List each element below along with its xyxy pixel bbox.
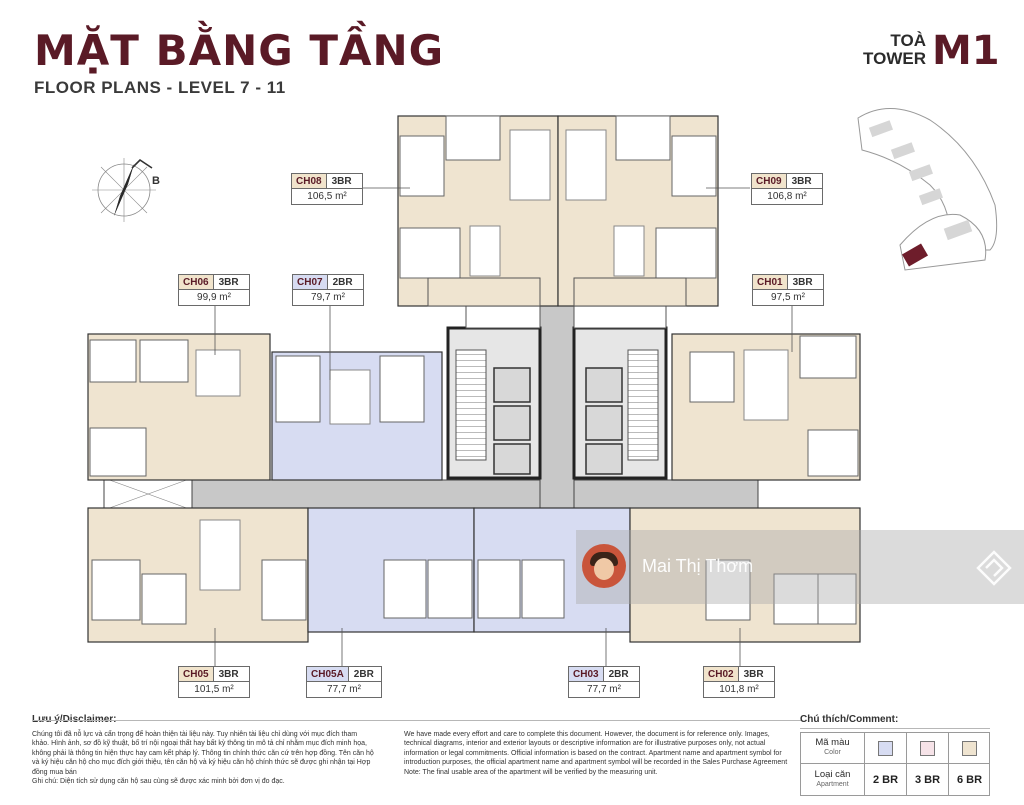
unit-bedrooms: 2BR bbox=[332, 277, 353, 288]
page-subtitle: FLOOR PLANS - LEVEL 7 - 11 bbox=[34, 78, 286, 97]
unit-area: 106,5 m² bbox=[307, 191, 347, 202]
disclaimer-en-text: We have made every effort and care to co… bbox=[404, 731, 788, 767]
unit-code: CH06 bbox=[179, 275, 214, 289]
legend-type-6br: 6 BR bbox=[956, 773, 983, 786]
unit-code: CH02 bbox=[704, 667, 739, 681]
avatar bbox=[582, 544, 626, 588]
disclaimer-vi: Chúng tôi đã nỗ lực và cẩn trọng để hoàn… bbox=[32, 730, 374, 786]
unit-label-ch05a: CH05A 2BR 77,7 m² bbox=[306, 666, 382, 698]
disclaimer-vi-note: Ghi chú: Diện tích sử dụng căn hộ sau cù… bbox=[32, 778, 285, 786]
compass-letter: B bbox=[152, 175, 160, 187]
unit-label-ch02: CH02 3BR 101,8 m² bbox=[703, 666, 775, 698]
legend-swatch-cell-3br bbox=[907, 733, 949, 764]
unit-label-ch09: CH09 3BR 106,8 m² bbox=[751, 173, 823, 205]
legend-type-header: Loại căn Apartment bbox=[801, 764, 865, 795]
legend-color-header: Mã màu Color bbox=[801, 733, 865, 764]
watermark-logo-icon bbox=[976, 550, 1012, 586]
legend-swatch-2br bbox=[878, 740, 893, 756]
disclaimer-divider bbox=[32, 720, 802, 721]
unit-label-ch05: CH05 3BR 101,5 m² bbox=[178, 666, 250, 698]
unit-area: 77,7 m² bbox=[587, 684, 621, 695]
unit-bedrooms: 2BR bbox=[353, 669, 374, 680]
unit-label-ch07: CH07 2BR 79,7 m² bbox=[292, 274, 364, 306]
unit-code: CH03 bbox=[569, 667, 604, 681]
disclaimer-en-note: Note: The final usable area of the apart… bbox=[404, 768, 658, 776]
legend-swatch-cell-2br bbox=[865, 733, 907, 764]
unit-bedrooms: 3BR bbox=[218, 277, 239, 288]
disclaimer-vi-text: Chúng tôi đã nỗ lực và cẩn trọng để hoàn… bbox=[32, 731, 374, 776]
site-key-map bbox=[857, 108, 998, 271]
tower-code: M1 bbox=[932, 28, 1000, 74]
watermark-name: Mai Thị Thơm bbox=[642, 556, 754, 576]
unit-area: 101,5 m² bbox=[194, 684, 234, 695]
unit-bedrooms: 3BR bbox=[792, 277, 813, 288]
unit-area: 101,8 m² bbox=[719, 684, 759, 695]
unit-bedrooms: 3BR bbox=[331, 176, 352, 187]
compass-icon bbox=[92, 158, 156, 222]
legend-color-sub: Color bbox=[824, 749, 841, 756]
unit-bedrooms: 3BR bbox=[791, 176, 812, 187]
disclaimer-heading: Lưu ý/Disclaimer: bbox=[32, 714, 117, 725]
legend-divider bbox=[800, 728, 990, 729]
unit-code: CH05A bbox=[307, 667, 349, 681]
unit-label-ch01: CH01 3BR 97,5 m² bbox=[752, 274, 824, 306]
unit-code: CH01 bbox=[753, 275, 788, 289]
unit-area: 77,7 m² bbox=[327, 684, 361, 695]
unit-code: CH07 bbox=[293, 275, 328, 289]
unit-area: 97,5 m² bbox=[771, 292, 805, 303]
unit-bedrooms: 3BR bbox=[218, 669, 239, 680]
legend-heading: Chú thích/Comment: bbox=[800, 714, 899, 725]
legend-color-label: Mã màu bbox=[815, 737, 850, 748]
unit-area: 99,9 m² bbox=[197, 292, 231, 303]
legend-type-label: Loại căn bbox=[814, 768, 851, 780]
legend-type-2br: 2 BR bbox=[865, 764, 907, 795]
unit-label-ch06: CH06 3BR 99,9 m² bbox=[178, 274, 250, 306]
unit-code: CH09 bbox=[752, 174, 787, 188]
legend-table: Mã màu Color Loại căn Apartment 2 BR 3 B… bbox=[800, 732, 990, 796]
unit-bedrooms: 2BR bbox=[608, 669, 629, 680]
unit-code: CH08 bbox=[292, 174, 327, 188]
tower-word-en: TOWER bbox=[863, 49, 926, 68]
legend-type-3br: 3 BR bbox=[907, 764, 949, 795]
unit-code: CH05 bbox=[179, 667, 214, 681]
unit-bedrooms: 3BR bbox=[743, 669, 764, 680]
legend-swatch-3br bbox=[920, 740, 935, 756]
page-title: MẶT BẰNG TẦNG bbox=[34, 26, 445, 75]
legend-swatch-6br bbox=[962, 740, 977, 756]
tower-word-vi: TOÀ bbox=[890, 31, 926, 50]
legend-type-sub: Apartment bbox=[816, 780, 849, 788]
unit-label-ch03: CH03 2BR 77,7 m² bbox=[568, 666, 640, 698]
legend-swatch-cell-6br bbox=[949, 733, 990, 764]
disclaimer-en: We have made every effort and care to co… bbox=[404, 730, 792, 777]
unit-area: 79,7 m² bbox=[311, 292, 345, 303]
unit-area: 106,8 m² bbox=[767, 191, 807, 202]
unit-label-ch08: CH08 3BR 106,5 m² bbox=[291, 173, 363, 205]
watermark-banner: Mai Thị Thơm bbox=[576, 530, 1024, 604]
tower-words: TOÀ TOWER bbox=[850, 32, 926, 68]
